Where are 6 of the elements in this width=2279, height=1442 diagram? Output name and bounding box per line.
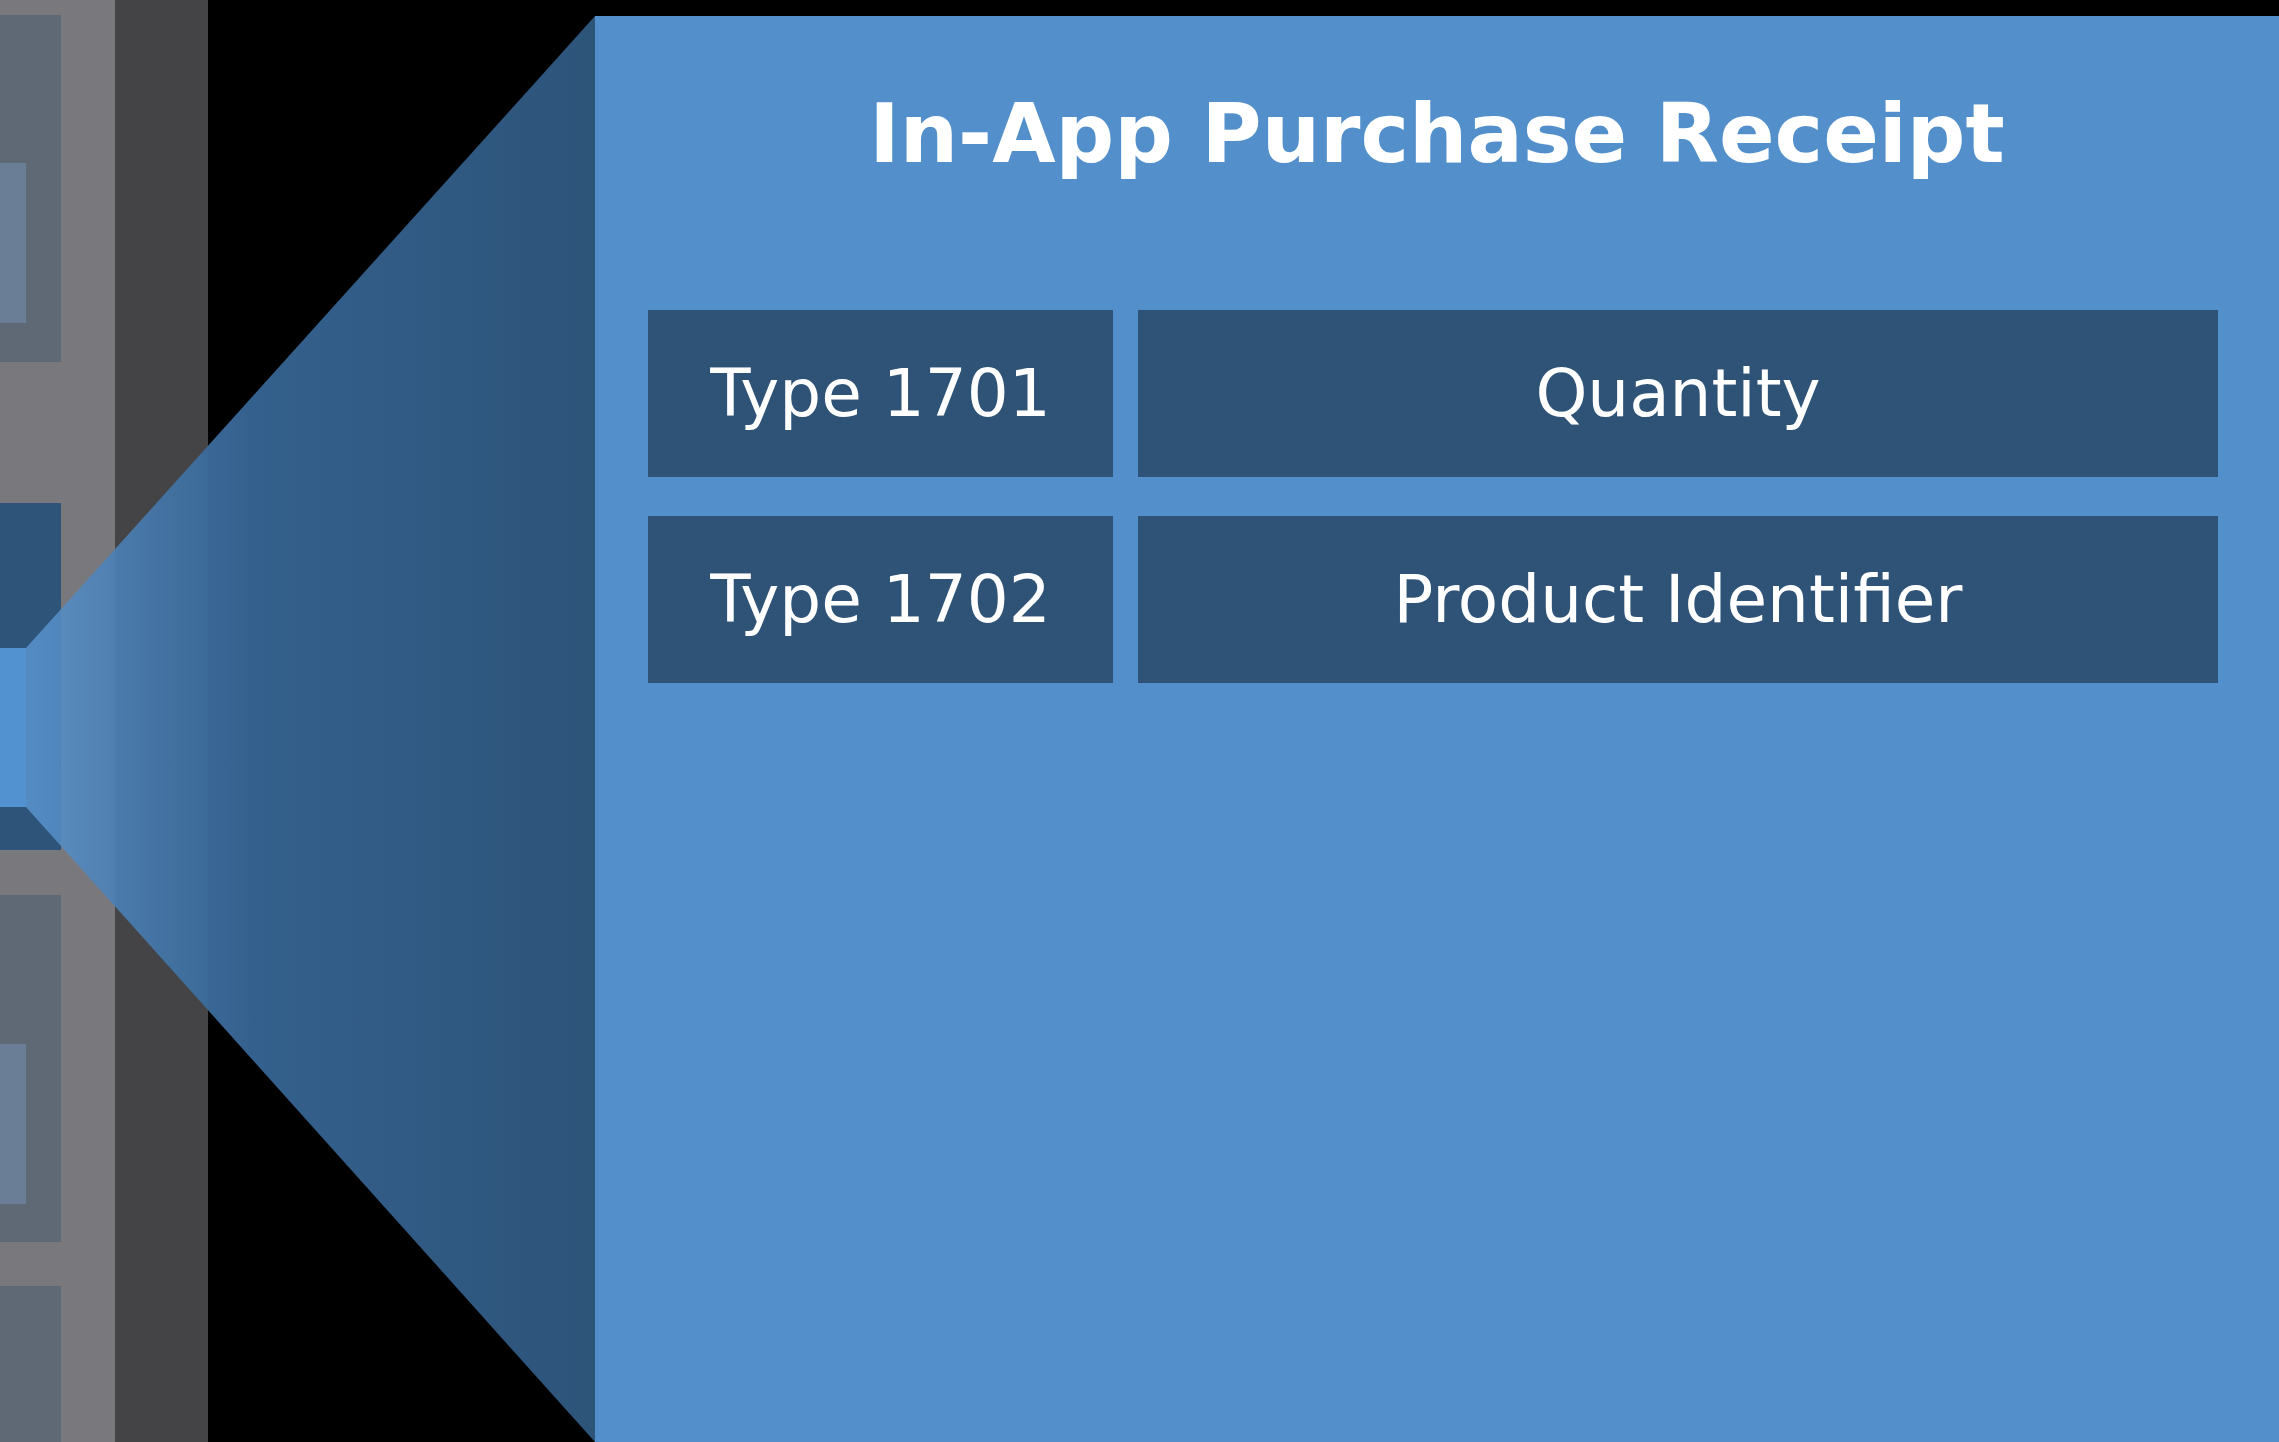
panel-title: In-App Purchase Receipt <box>868 86 2006 181</box>
field-cell: Type 1701 <box>648 310 1113 477</box>
field-cell: Type 1702 <box>648 516 1113 683</box>
receipt-panel <box>595 16 2279 1442</box>
field-cell: Product Identifier <box>1138 516 2218 683</box>
field-cell: Quantity <box>1138 310 2218 477</box>
